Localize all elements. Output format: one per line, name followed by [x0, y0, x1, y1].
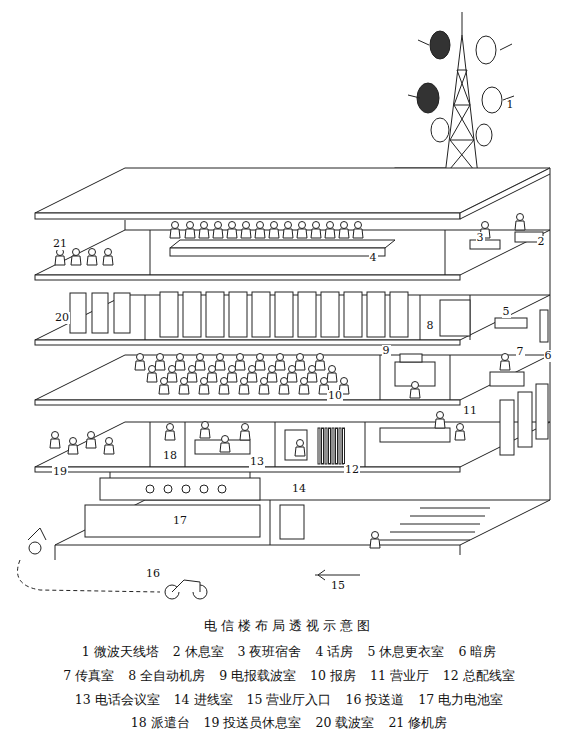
legend-item: 4 话房 — [316, 644, 354, 661]
callout-number: 15 — [330, 580, 346, 592]
legend-item: 15 营业厅入口 — [247, 692, 332, 709]
callout-number: 4 — [369, 252, 378, 264]
callout-number: 5 — [502, 306, 511, 318]
callout-number: 2 — [537, 236, 546, 248]
callout-number: 6 — [544, 350, 553, 362]
callout-number: 16 — [145, 568, 161, 580]
legend-item: 17 电力电池室 — [418, 692, 503, 709]
legend-item: 19 投送员休息室 — [204, 715, 302, 732]
legend-item: 11 营业厅 — [370, 668, 429, 685]
walls — [55, 174, 550, 560]
legend-item: 5 休息更衣室 — [367, 644, 444, 661]
callout-number: 14 — [291, 483, 307, 495]
legend-item: 20 载波室 — [316, 715, 375, 732]
callout-number: 7 — [516, 346, 525, 358]
legend-item: 9 电报载波室 — [219, 668, 296, 685]
antenna-tower — [395, 12, 514, 184]
legend-item: 21 修机房 — [388, 715, 447, 732]
equipment-racks — [70, 292, 408, 493]
legend-item: 12 总配线室 — [443, 668, 515, 685]
callout-number: 8 — [426, 320, 435, 332]
furniture — [85, 232, 548, 539]
caption-row: 1 微波天线塔 2 休息室 3 夜班宿舍 4 话房 5 休息更衣室 6 暗房 — [0, 644, 578, 661]
legend-item: 3 夜班宿舍 — [238, 644, 302, 661]
callout-number: 13 — [249, 456, 265, 468]
legend-item: 14 进线室 — [174, 692, 233, 709]
callout-number: 19 — [52, 466, 68, 478]
caption-row: 13 电话会议室 14 进线室 15 营业厅入口 16 投送道 17 电力电池室 — [0, 692, 578, 709]
callout-number: 20 — [54, 312, 70, 324]
legend-item: 8 全自动机房 — [128, 668, 205, 685]
callout-number: 17 — [172, 515, 188, 527]
legend-item: 10 报房 — [310, 668, 356, 685]
legend-item: 1 微波天线塔 — [82, 644, 159, 661]
callout-number: 18 — [162, 450, 178, 462]
callout-number: 12 — [344, 464, 360, 476]
callout-number: 10 — [327, 390, 343, 402]
people — [50, 214, 525, 549]
caption-row: 7 传真室 8 全自动机房 9 电报载波室 10 报房 11 营业厅 12 总配线室 — [0, 668, 578, 685]
floor-slabs — [35, 168, 550, 545]
caption-row: 18 派遣台 19 投送员休息室 20 载波室 21 修机房 — [0, 715, 578, 732]
callout-number: 3 — [476, 232, 485, 244]
callout-number: 21 — [52, 238, 68, 250]
entrance — [18, 508, 491, 599]
legend-item: 18 派遣台 — [131, 715, 190, 732]
figure-title: 电信楼布局透视示意图 — [204, 617, 374, 635]
legend-item: 16 投送道 — [345, 692, 404, 709]
legend-item: 7 传真室 — [63, 668, 114, 685]
callout-number: 1 — [506, 99, 515, 111]
callout-number: 11 — [462, 405, 478, 417]
legend-item: 2 休息室 — [173, 644, 224, 661]
legend-item: 6 暗房 — [458, 644, 496, 661]
legend-item: 13 电话会议室 — [75, 692, 160, 709]
callout-number: 9 — [382, 345, 391, 357]
